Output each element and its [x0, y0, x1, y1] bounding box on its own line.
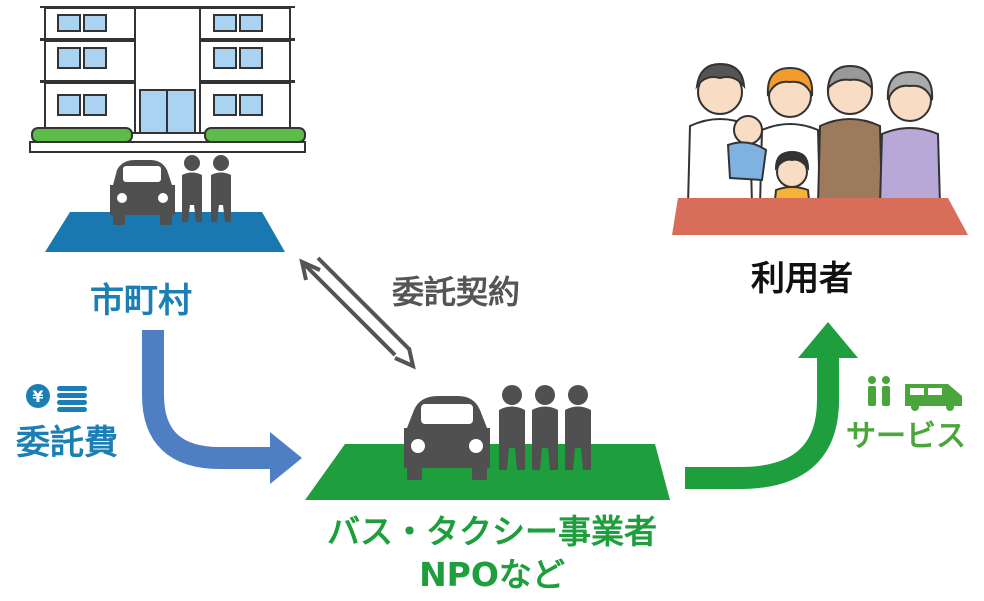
van-icon: [905, 384, 962, 411]
person-icon: [868, 376, 876, 406]
users-table: [672, 198, 968, 235]
contract-label: 委託契約: [392, 273, 521, 311]
family-icon: [686, 62, 942, 211]
person-icon: [565, 385, 591, 470]
bidirectional-arrow-icon: [299, 256, 416, 370]
car-icon: [110, 160, 175, 225]
person-icon: [499, 385, 525, 470]
person-icon: [182, 155, 202, 222]
municipality-label: 市町村: [90, 281, 192, 321]
operators-label: バス・タクシー事業者: [327, 512, 657, 551]
yen-coin-icon: ¥: [26, 384, 50, 408]
yen-symbol: ¥: [32, 387, 43, 406]
operator-platform: [305, 444, 670, 500]
npo-label: NPOなど: [419, 555, 565, 594]
municipal-building-icon: [29, 6, 306, 153]
coin-stack-icon: [57, 386, 87, 412]
car-icon: [404, 396, 490, 480]
service-arrow: [685, 322, 858, 489]
users-label: 利用者: [751, 259, 853, 299]
service-label: サービス: [846, 419, 966, 454]
person-icon: [211, 155, 231, 222]
fee-arrow: [142, 330, 302, 484]
fee-label: 委託費: [16, 423, 118, 463]
person-icon: [882, 376, 890, 406]
person-icon: [532, 385, 558, 470]
